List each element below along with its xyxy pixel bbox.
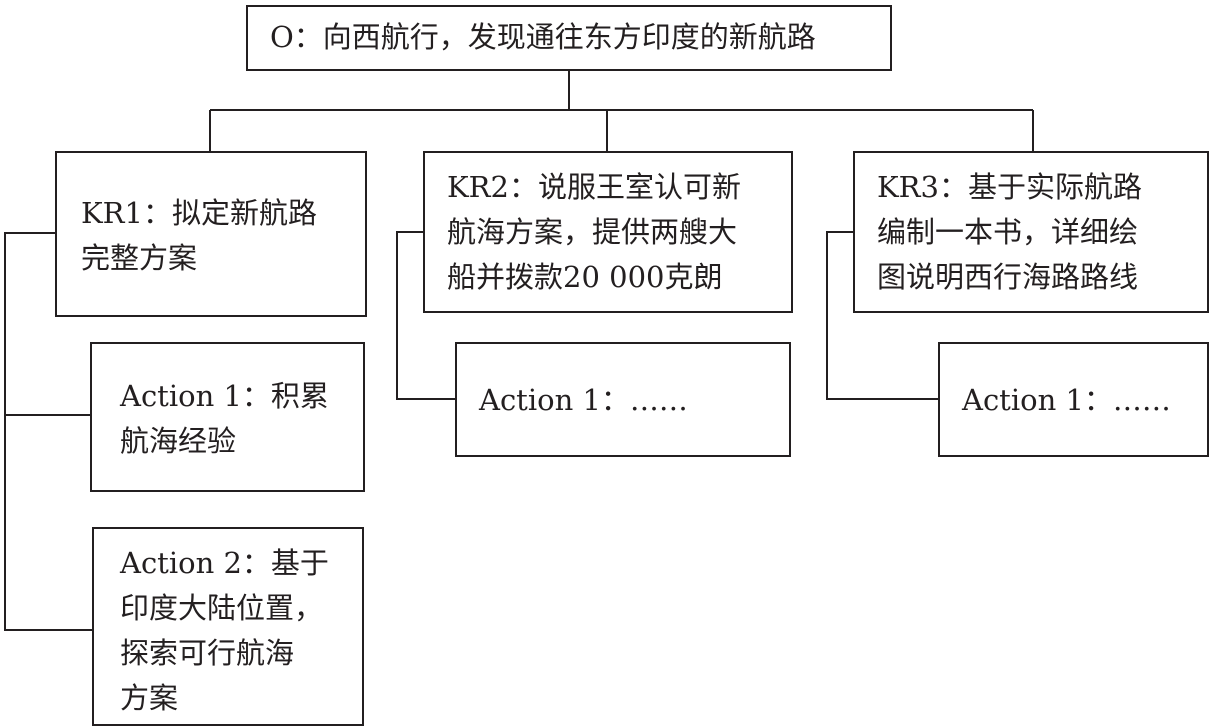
kr2-box: KR2：说服王室认可新 航海方案，提供两艘大 船并拨款20 000克朗 xyxy=(423,151,793,313)
kr1-box: KR1：拟定新航路 完整方案 xyxy=(55,151,367,317)
kr1-action1-label: Action 1：积累 航海经验 xyxy=(120,379,329,458)
kr2-action1-label: Action 1：…… xyxy=(479,383,688,417)
kr2-label: KR2：说服王室认可新 航海方案，提供两艘大 船并拨款20 000克朗 xyxy=(447,170,741,294)
kr1-action1-box: Action 1：积累 航海经验 xyxy=(90,342,365,492)
kr3-action1-box: Action 1：…… xyxy=(938,342,1209,457)
kr1-label: KR1：拟定新航路 完整方案 xyxy=(81,196,317,275)
kr1-action2-label: Action 2：基于 印度大陆位置， 探索可行航海 方案 xyxy=(120,546,329,715)
objective-label: O：向西航行，发现通往东方印度的新航路 xyxy=(270,20,816,54)
kr3-action1-label: Action 1：…… xyxy=(962,383,1171,417)
kr1-action2-box: Action 2：基于 印度大陆位置， 探索可行航海 方案 xyxy=(92,527,364,726)
kr2-action1-box: Action 1：…… xyxy=(455,342,791,457)
kr3-label: KR3：基于实际航路 编制一本书，详细绘 图说明西行海路路线 xyxy=(877,170,1142,294)
kr3-box: KR3：基于实际航路 编制一本书，详细绘 图说明西行海路路线 xyxy=(853,151,1209,313)
objective-box: O：向西航行，发现通往东方印度的新航路 xyxy=(246,5,892,71)
